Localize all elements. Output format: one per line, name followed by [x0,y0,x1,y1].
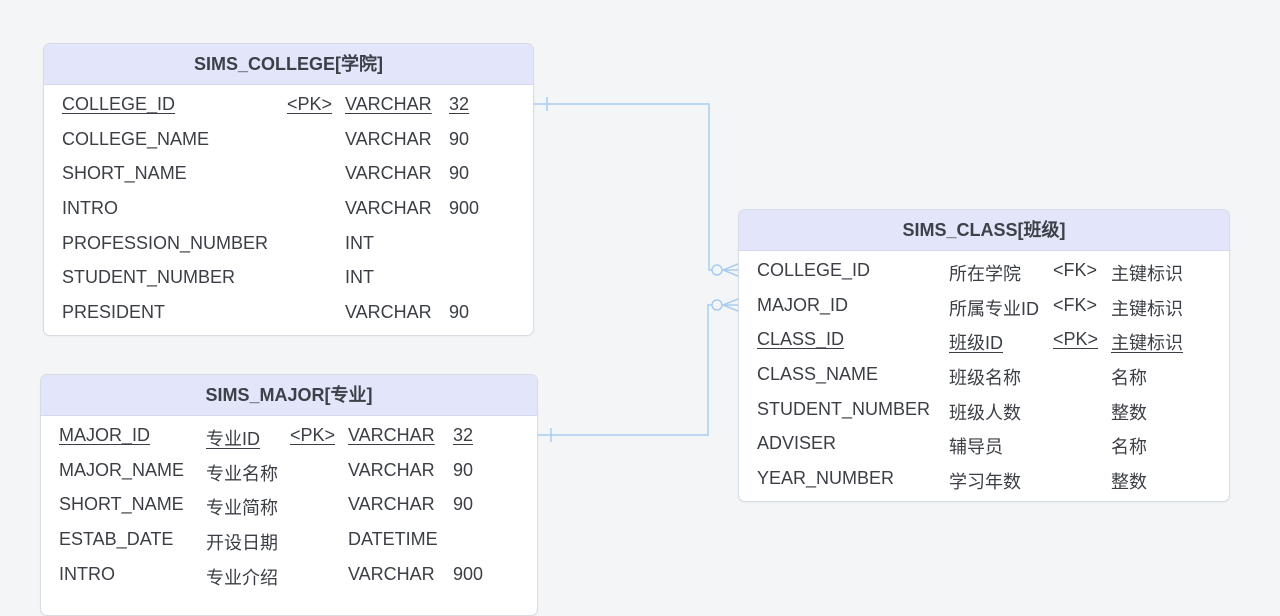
column-name: STUDENT_NUMBER [62,267,236,288]
column-name: MAJOR_ID [757,294,849,315]
column-domain: 主键标识 [1111,264,1183,284]
column-row[interactable]: MAJOR_ID 专业ID <PK> VARCHAR 32 [41,418,537,453]
column-name: MAJOR_NAME [59,459,185,480]
column-name: SHORT_NAME [59,494,184,515]
connector-major-class[interactable] [537,298,739,442]
column-comment: 专业简称 [206,498,278,519]
column-type: INT [345,267,374,288]
entity-title: SIMS_MAJOR[专业] [41,375,537,416]
column-key: <PK> [287,94,333,114]
column-name: YEAR_NUMBER [757,468,895,489]
column-length: 900 [449,198,480,219]
column-row[interactable]: MAJOR_ID 所属专业ID <FK> 主键标识 [739,288,1229,323]
column-row[interactable]: STUDENT_NUMBER INT [44,260,533,295]
column-name: CLASS_ID [757,329,845,350]
column-length: 90 [449,128,470,149]
column-comment: 专业介绍 [206,567,278,588]
column-type: VARCHAR [348,494,435,515]
column-domain: 整数 [1111,402,1147,423]
column-comment: 专业ID [206,429,260,449]
column-name: INTRO [59,563,115,584]
column-length: 90 [449,302,470,323]
column-comment: 班级人数 [949,402,1021,423]
column-key: <FK> [1053,260,1098,280]
column-length: 90 [453,459,474,480]
column-domain: 主键标识 [1111,333,1183,354]
column-name: MAJOR_ID [59,425,151,445]
column-domain: 整数 [1111,472,1147,493]
column-row[interactable]: SHORT_NAME 专业简称 VARCHAR 90 [41,487,537,522]
column-row[interactable]: STUDENT_NUMBER 班级人数 整数 [739,392,1229,427]
column-comment: 辅导员 [949,437,1003,458]
column-name: INTRO [62,198,118,219]
column-row[interactable]: COLLEGE_ID <PK> VARCHAR 32 [44,87,533,122]
column-row[interactable]: COLLEGE_ID 所在学院 <FK> 主键标识 [739,253,1229,288]
column-row[interactable]: INTRO VARCHAR 900 [44,191,533,226]
column-type: DATETIME [348,529,438,550]
column-length: 32 [449,94,470,114]
column-name: STUDENT_NUMBER [757,398,931,419]
column-row[interactable]: SHORT_NAME VARCHAR 90 [44,156,533,191]
column-name: ESTAB_DATE [59,529,174,550]
entity-sims-college[interactable]: SIMS_COLLEGE[学院] COLLEGE_ID <PK> VARCHAR 32… [43,43,534,336]
column-row[interactable]: PRESIDENT VARCHAR 90 [44,295,533,330]
column-type: VARCHAR [345,302,432,323]
column-name: PROFESSION_NUMBER [62,232,269,253]
column-domain: 名称 [1111,368,1147,389]
entity-columns: COLLEGE_ID 所在学院 <FK> 主键标识 MAJOR_ID 所属专业ID <FK>… [739,251,1229,496]
column-name: SHORT_NAME [62,163,187,184]
column-comment: 专业名称 [206,463,278,484]
column-type: VARCHAR [345,94,432,114]
column-comment: 所在学院 [949,264,1021,284]
column-name: COLLEGE_ID [757,260,871,280]
column-row[interactable]: CLASS_ID 班级ID <PK> 主键标识 [739,322,1229,357]
column-name: ADVISER [757,433,837,454]
column-row[interactable]: ESTAB_DATE 开设日期 DATETIME [41,522,537,557]
column-row[interactable]: INTRO 专业介绍 VARCHAR 900 [41,557,537,592]
column-comment: 班级名称 [949,368,1021,389]
column-type: INT [345,232,374,253]
column-comment: 开设日期 [206,533,278,554]
column-type: VARCHAR [348,425,435,445]
entity-title: SIMS_COLLEGE[学院] [44,44,533,85]
column-comment: 所属专业ID [949,298,1039,319]
entity-sims-major[interactable]: SIMS_MAJOR[专业] MAJOR_ID 专业ID <PK> VARCHAR 32… [40,374,538,616]
column-row[interactable]: CLASS_NAME 班级名称 名称 [739,357,1229,392]
column-length: 32 [453,425,474,445]
column-length: 900 [453,563,484,584]
column-name: PRESIDENT [62,302,166,323]
column-name: COLLEGE_ID [62,94,176,114]
column-name: CLASS_NAME [757,364,879,385]
column-domain: 名称 [1111,437,1147,458]
column-row[interactable]: MAJOR_NAME 专业名称 VARCHAR 90 [41,453,537,488]
column-type: VARCHAR [345,128,432,149]
column-key: <PK> [290,425,336,445]
column-comment: 班级ID [949,333,1003,354]
relationship-connectors [533,97,739,442]
entity-title: SIMS_CLASS[班级] [739,210,1229,251]
column-row[interactable]: YEAR_NUMBER 学习年数 整数 [739,461,1229,496]
column-row[interactable]: PROFESSION_NUMBER INT [44,226,533,261]
column-length: 90 [453,494,474,515]
column-type: VARCHAR [348,563,435,584]
column-name: COLLEGE_NAME [62,128,210,149]
column-row[interactable]: ADVISER 辅导员 名称 [739,426,1229,461]
column-type: VARCHAR [348,459,435,480]
column-domain: 主键标识 [1111,298,1183,319]
column-type: VARCHAR [345,163,432,184]
column-row[interactable]: COLLEGE_NAME VARCHAR 90 [44,122,533,157]
column-key: <PK> [1053,329,1099,350]
connector-college-class[interactable] [533,97,739,277]
column-type: VARCHAR [345,198,432,219]
column-comment: 学习年数 [949,472,1021,493]
column-length: 90 [449,163,470,184]
column-key: <FK> [1053,294,1098,315]
